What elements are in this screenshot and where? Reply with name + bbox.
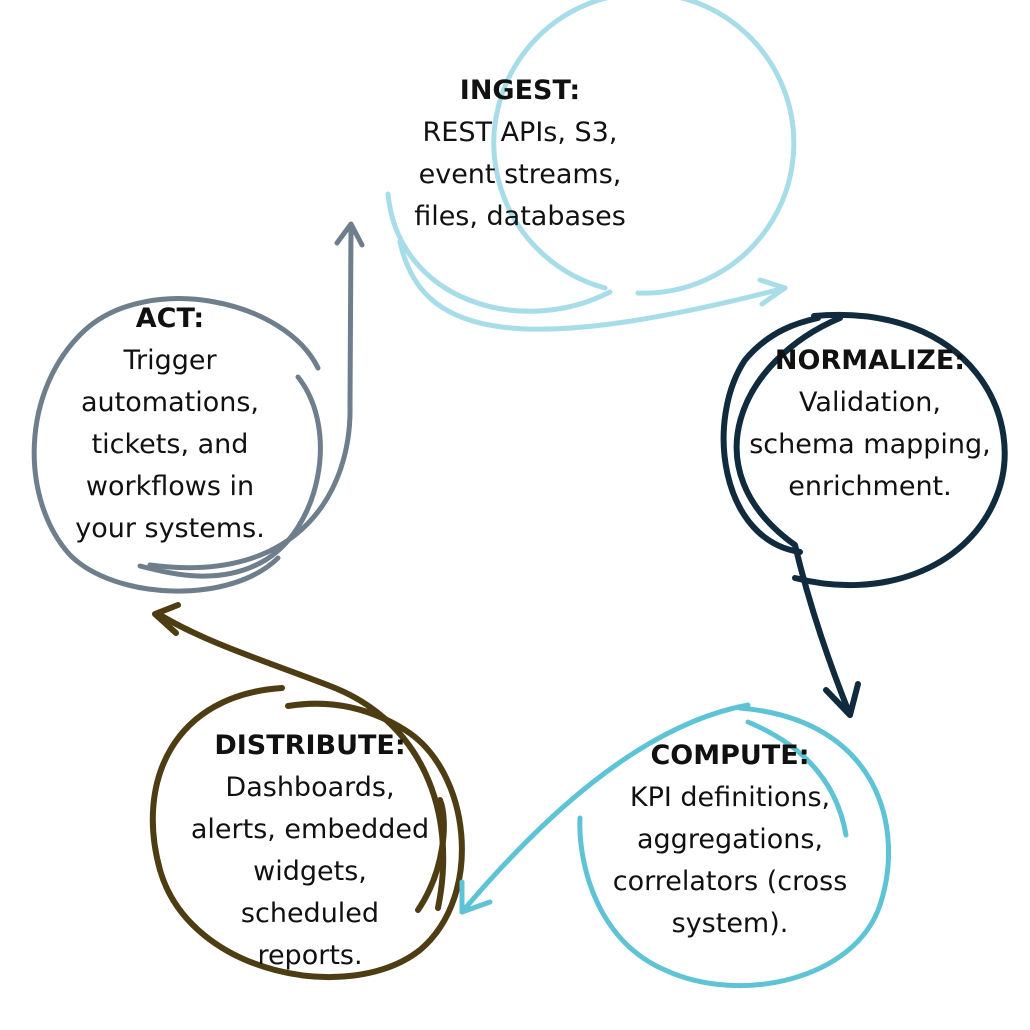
distribute-title: DISTRIBUTE: [214,730,406,761]
act-stage-ring [31,296,323,594]
distribute-line: alerts, embedded [190,814,430,845]
normalize-line: Validation, [799,387,941,418]
ingest-line: files, databases [414,201,626,232]
distribute-line: widgets, [253,856,367,887]
distribute-line: Dashboards, [225,772,395,803]
normalize-to-compute-arrow [733,315,861,718]
distribute-line: scheduled [240,898,380,929]
normalize-stage-text: NORMALIZE: Validation, schema mapping, e… [720,340,1020,508]
normalize-line: schema mapping, [749,429,991,460]
compute-title: COMPUTE: [650,740,810,771]
ingest-stage-ring [385,0,797,314]
compute-line: system). [671,908,789,939]
compute-stage-ring [577,705,892,989]
ingest-line: REST APIs, S3, [422,117,618,148]
distribute-to-act-arrow [152,602,447,911]
compute-stage-text: COMPUTE: KPI definitions, aggregations, … [580,735,880,945]
act-line: Trigger [123,345,217,376]
compute-line: aggregations, [637,824,823,855]
ingest-title: INGEST: [459,75,581,106]
act-line: your systems. [75,513,265,544]
normalize-line: enrichment. [788,471,952,502]
act-title: ACT: [135,303,205,334]
act-to-ingest-arrow [147,221,365,571]
normalize-title: NORMALIZE: [774,345,966,376]
normalize-stage-ring [720,311,1008,588]
compute-line: correlators (cross [612,866,848,897]
compute-line: KPI definitions, [629,782,831,813]
act-stage-text: ACT: Trigger automations, tickets, and w… [25,298,315,550]
distribute-stage-text: DISTRIBUTE: Dashboards, alerts, embedded… [160,725,460,977]
act-line: tickets, and [91,429,249,460]
compute-to-distribute-arrow [459,702,751,915]
distribute-line: reports. [257,940,363,971]
ingest-stage-text: INGEST: REST APIs, S3, event streams, fi… [380,70,660,238]
ingest-to-normalize-arrow [397,239,788,332]
act-line: automations, [81,387,259,418]
act-line: workflows in [85,471,255,502]
ingest-line: event streams, [418,159,622,190]
